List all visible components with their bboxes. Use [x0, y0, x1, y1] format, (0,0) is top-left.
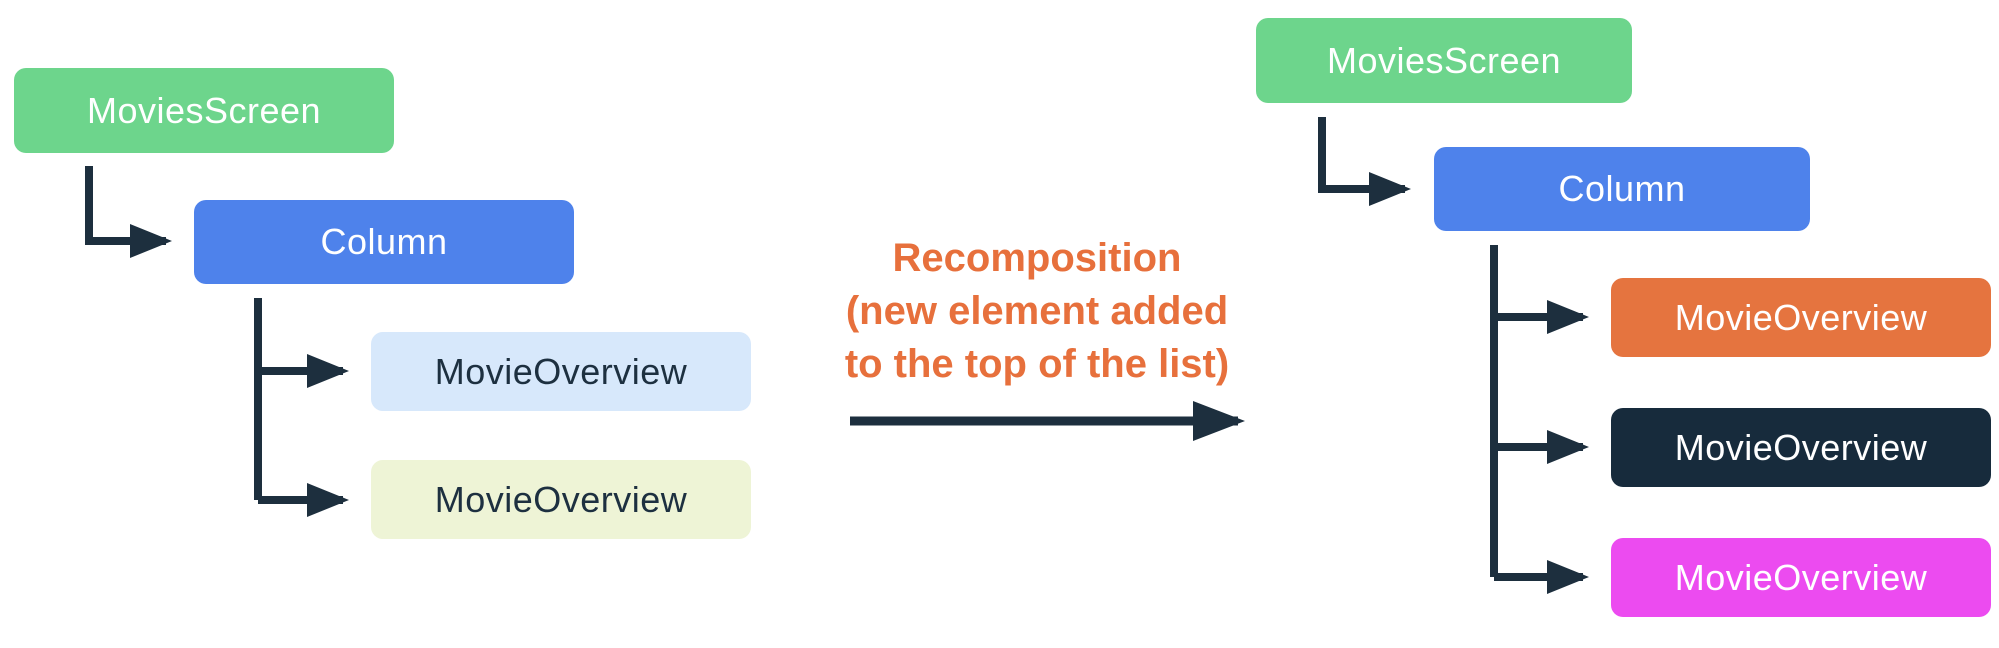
node-movieoverview-after-3: MovieOverview	[1611, 538, 1991, 617]
transition-label: Recomposition (new element added to the …	[787, 232, 1287, 391]
node-movieoverview-after-1: MovieOverview	[1611, 278, 1991, 357]
node-moviesscreen-before: MoviesScreen	[14, 68, 394, 153]
connector-after-screen-to-column	[1318, 117, 1411, 206]
node-movieoverview-before-2: MovieOverview	[371, 460, 751, 539]
node-column-after: Column	[1434, 147, 1810, 231]
transition-label-line2: (new element added	[845, 289, 1229, 333]
node-movieoverview-after-2: MovieOverview	[1611, 408, 1991, 487]
transition-label-line3: to the top of the list)	[844, 342, 1230, 386]
node-movieoverview-before-1: MovieOverview	[371, 332, 751, 411]
node-moviesscreen-after: MoviesScreen	[1256, 18, 1632, 103]
connector-before-screen-to-column	[85, 166, 172, 258]
node-column-before: Column	[194, 200, 574, 284]
transition-label-line1: Recomposition	[892, 236, 1182, 280]
